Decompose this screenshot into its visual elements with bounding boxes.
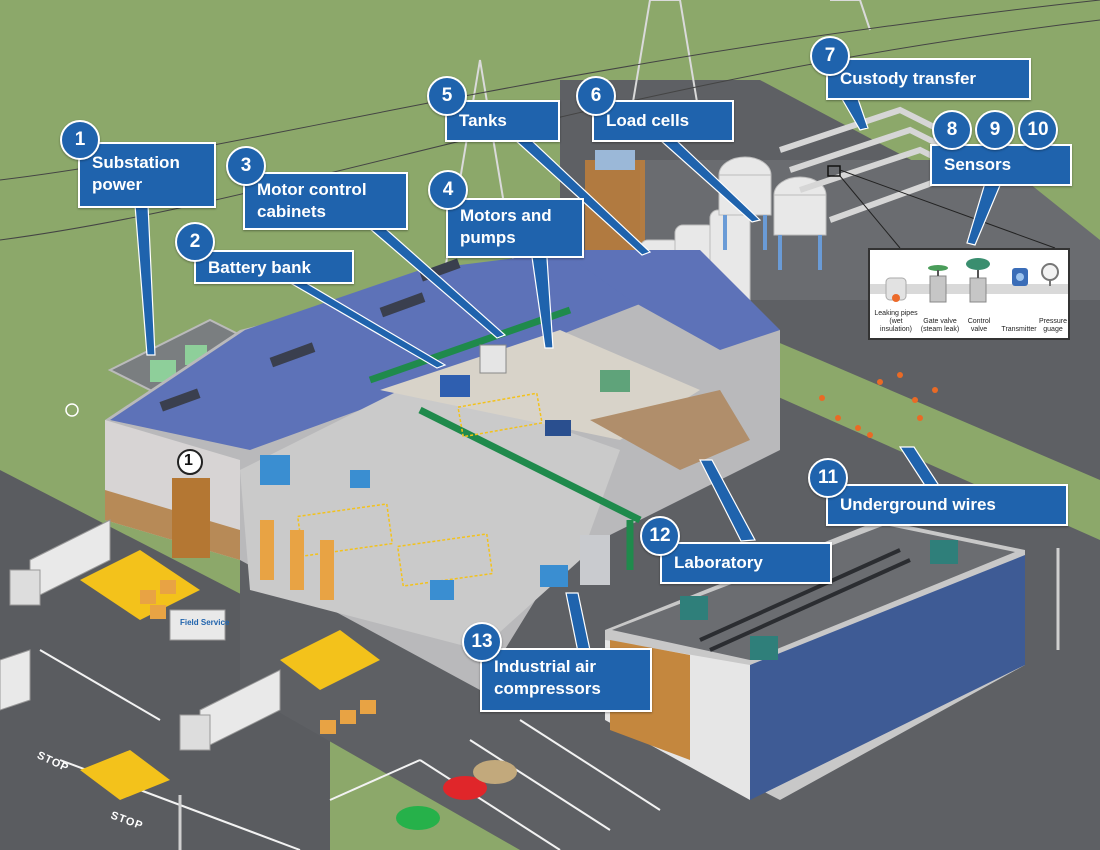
sensor-caption-leaking-pipes: Leaking pipes (wet insulation) [874, 310, 918, 334]
caption-line: Gate valve [923, 318, 957, 325]
callout-number: 7 [810, 36, 850, 76]
truck-text: Field Service [180, 618, 230, 627]
crates [140, 580, 376, 734]
callout-motors-and-pumps: Motors and pumps [446, 198, 584, 258]
gate-valve-icon [928, 265, 948, 303]
callout-number: 9 [975, 110, 1015, 150]
callout-sensors: Sensors [930, 144, 1072, 186]
sensor-inset: Leaking pipes (wet insulation) Gate valv… [868, 248, 1070, 340]
callout-battery-bank: Battery bank [194, 250, 354, 284]
caption-line: Leaking pipes [874, 310, 918, 317]
caption-line: (steam leak) [920, 326, 960, 333]
sensor-zoom-box [827, 165, 841, 177]
callout-underground-wires: Underground wires [826, 484, 1068, 526]
callout-number: 4 [428, 170, 468, 210]
callout-number: 13 [462, 622, 502, 662]
cars [396, 760, 517, 830]
building-number: 1 [184, 452, 193, 469]
caption-line: Pressure [1038, 318, 1067, 325]
callout-label: Underground wires [840, 495, 996, 514]
callout-label: Custody transfer [840, 69, 977, 88]
callout-number: 3 [226, 146, 266, 186]
caption-line: (wet insulation) [880, 318, 912, 333]
sensor-caption-transmitter: Transmitter [998, 326, 1040, 334]
trucks [0, 519, 281, 751]
callout-label: Motors and pumps [460, 206, 552, 247]
callout-number: 11 [808, 458, 848, 498]
sensor-inset-drawing [870, 258, 1068, 303]
sensor-caption-pressure-gauge: Pressure guage [1038, 318, 1068, 334]
callout-number: 10 [1018, 110, 1058, 150]
callout-substation-power: Substation power [78, 142, 216, 208]
pressure-gauge-icon [1041, 263, 1059, 286]
ground-symbol-icon [65, 403, 79, 417]
callout-label: Battery bank [208, 258, 311, 277]
callout-laboratory: Laboratory [660, 542, 832, 584]
callout-custody-transfer: Custody transfer [826, 58, 1031, 100]
leaking-pipe-icon [885, 277, 907, 302]
office-building [605, 520, 1025, 800]
callout-number: 8 [932, 110, 972, 150]
callout-label: Motor control cabinets [257, 180, 367, 221]
traffic-cones [819, 372, 938, 438]
callout-tanks: Tanks [445, 100, 560, 142]
sensor-caption-gate-valve: Gate valve (steam leak) [920, 318, 960, 334]
leader-lines [134, 98, 1002, 653]
zoom-line [839, 175, 901, 249]
caption-line: valve [970, 326, 988, 333]
factory-building [105, 250, 780, 690]
callout-number: 2 [175, 222, 215, 262]
transmitter-icon [1012, 268, 1028, 286]
caption-line: Control [967, 318, 991, 325]
callout-label: Sensors [944, 155, 1012, 174]
lamp-posts [178, 548, 1060, 850]
garage-door [172, 478, 210, 558]
callout-number: 5 [427, 76, 467, 116]
callout-label: Load cells [606, 111, 690, 130]
zoom-line [839, 169, 1056, 249]
callout-motor-control-cabinets: Motor control cabinets [243, 172, 408, 230]
callout-label: Industrial air compressors [494, 657, 601, 698]
callout-label: Substation power [92, 153, 180, 194]
callout-industrial-air-compressors: Industrial air compressors [480, 648, 652, 712]
loading-zones [80, 550, 380, 800]
callout-number: 1 [60, 120, 100, 160]
callout-label: Laboratory [674, 553, 763, 572]
callout-number: 6 [576, 76, 616, 116]
callout-load-cells: Load cells [592, 100, 734, 142]
control-valve-icon [966, 258, 990, 303]
caption-line: guage [1043, 326, 1063, 333]
callout-number: 12 [640, 516, 680, 556]
callout-label: Tanks [459, 111, 507, 130]
sensor-caption-control-valve: Control valve [964, 318, 994, 334]
caption-line: Transmitter [1001, 326, 1037, 333]
